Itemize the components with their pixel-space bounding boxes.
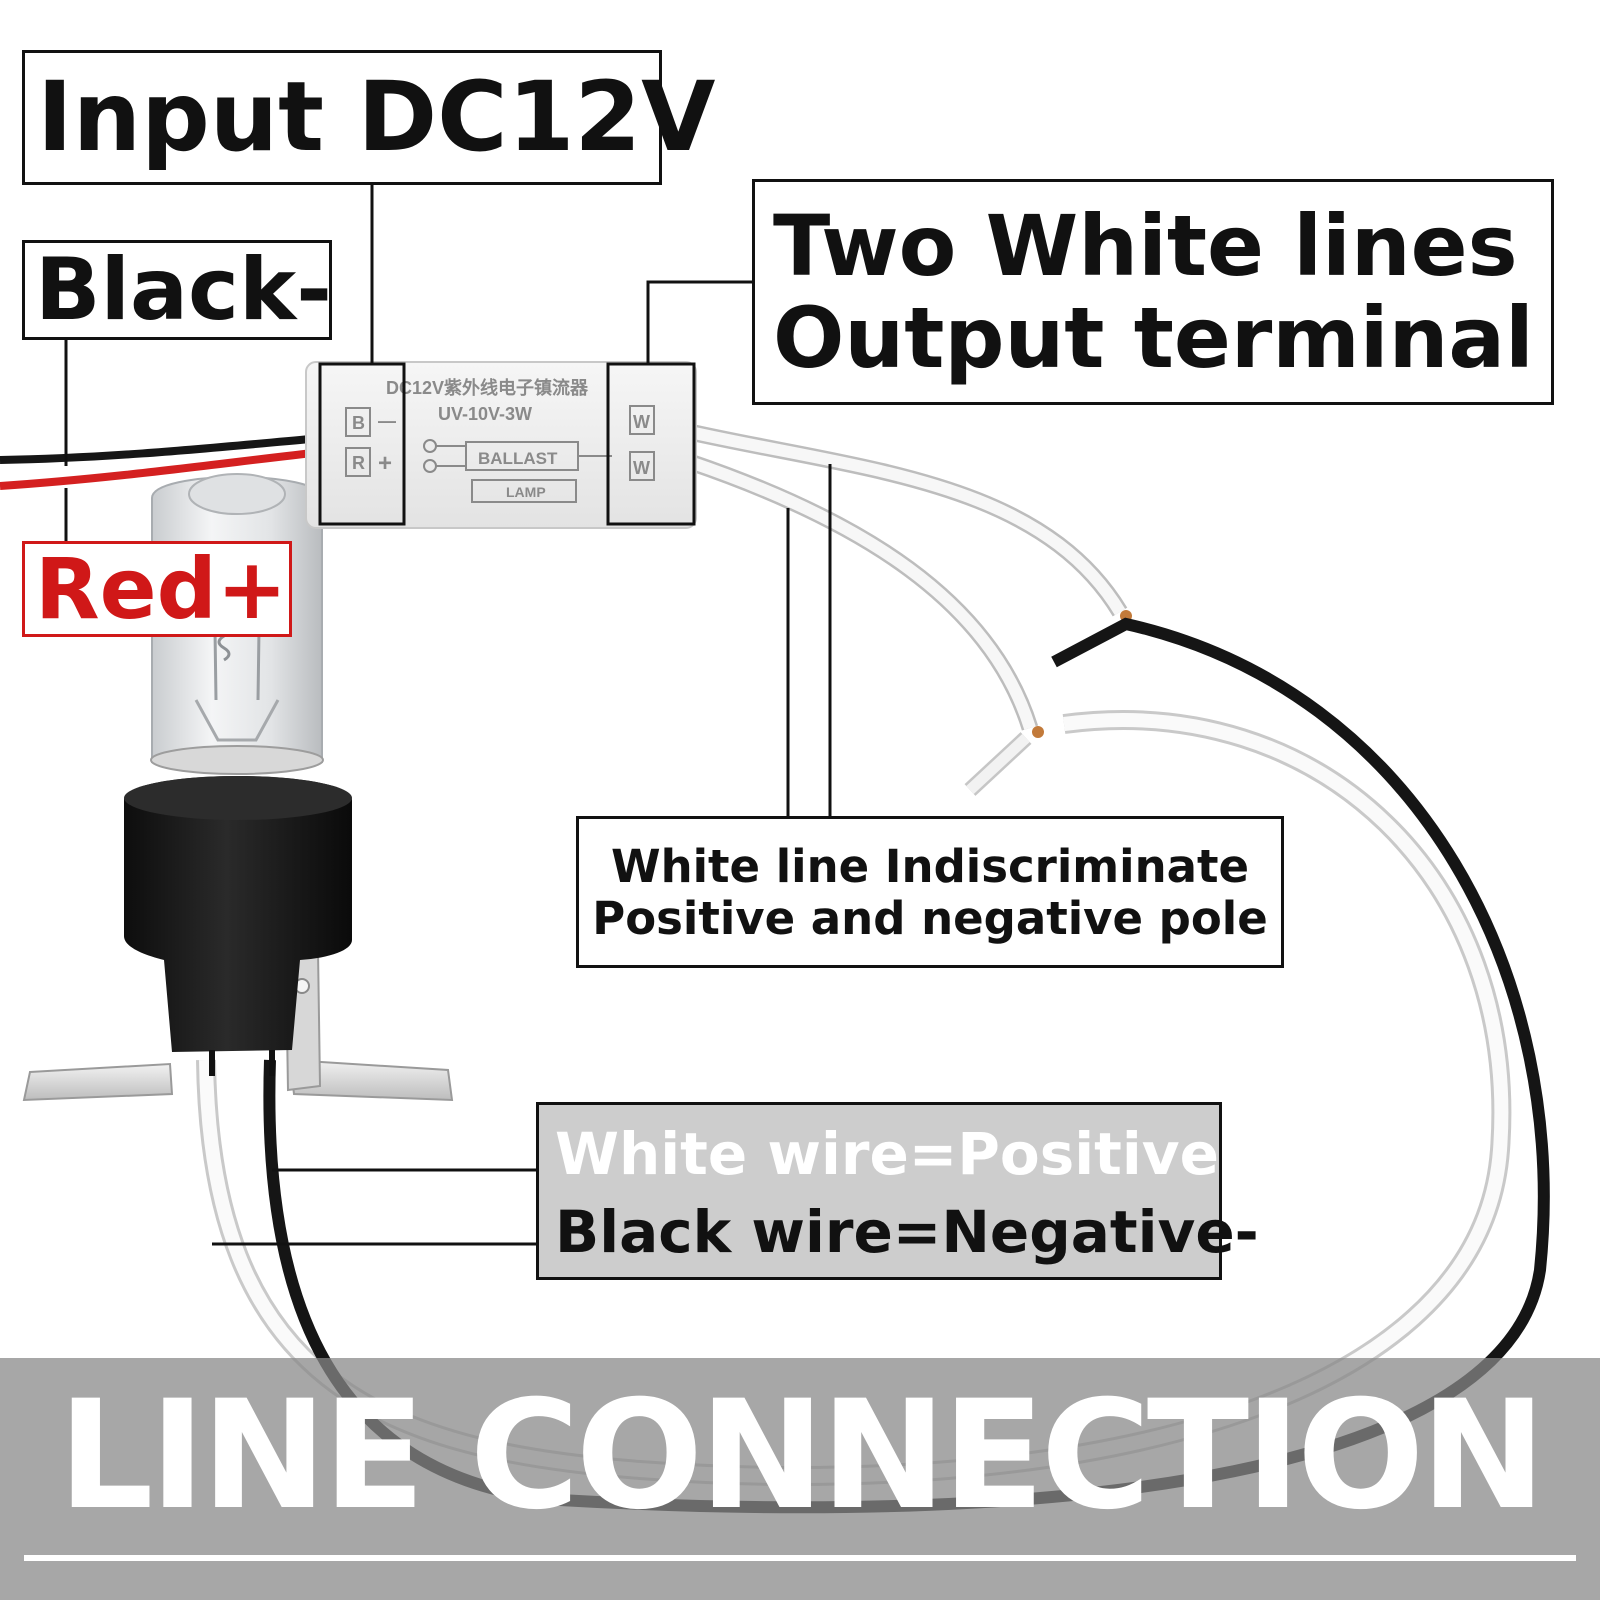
- input-red-wire: [0, 448, 323, 490]
- ballast-term-r-sign: +: [378, 450, 392, 477]
- indiscriminate-polarity-label: White line Indiscriminate Positive and n…: [576, 816, 1284, 968]
- indiscriminate-line1: White line Indiscriminate: [610, 840, 1250, 893]
- ballast-out-w1: W: [633, 412, 650, 432]
- input-terminal-marker: [318, 362, 406, 526]
- ballast-term-b: B: [352, 413, 365, 433]
- ballast-module: DC12V紫外线电子镇流器 UV-10V-3W B — R + BALLAST …: [305, 361, 697, 529]
- lamp-wire-polarity-label: White wire=Positive+ Black wire=Negative…: [536, 1102, 1268, 1280]
- output-terminal-marker: [606, 362, 696, 526]
- banner-underline: [24, 1555, 1576, 1561]
- banner-title: LINE CONNECTION: [57, 1369, 1546, 1543]
- input-voltage-label: Input DC12V: [22, 50, 715, 185]
- ballast-rating-text: UV-10V-3W: [438, 404, 532, 424]
- ballast-term-r: R: [352, 453, 365, 473]
- red-positive-label: Red+: [22, 541, 292, 637]
- ballast-model-text: DC12V紫外线电子镇流器: [386, 377, 589, 398]
- leader-output: [646, 280, 752, 364]
- black-negative-label: Black-: [22, 240, 332, 340]
- ballast-box-label: BALLAST: [478, 449, 558, 468]
- output-terminal-line1: Two White lines: [773, 197, 1518, 295]
- white-wire-positive: White wire=Positive+: [555, 1120, 1268, 1188]
- input-black-wire: [0, 434, 323, 464]
- output-terminal-label: Two White lines Output terminal: [752, 179, 1554, 405]
- lamp-socket: [124, 776, 352, 1076]
- output-terminal-line2: Output terminal: [773, 289, 1534, 387]
- ballast-term-b-sign: —: [378, 411, 396, 431]
- ballast-output-white-wires: [687, 423, 1132, 796]
- ballast-out-w2: W: [633, 458, 650, 478]
- black-wire-negative: Black wire=Negative-: [555, 1198, 1259, 1266]
- indiscriminate-line2: Positive and negative pole: [592, 892, 1268, 945]
- leader-lines: [64, 185, 832, 1246]
- ballast-lamp-label: LAMP: [506, 484, 546, 500]
